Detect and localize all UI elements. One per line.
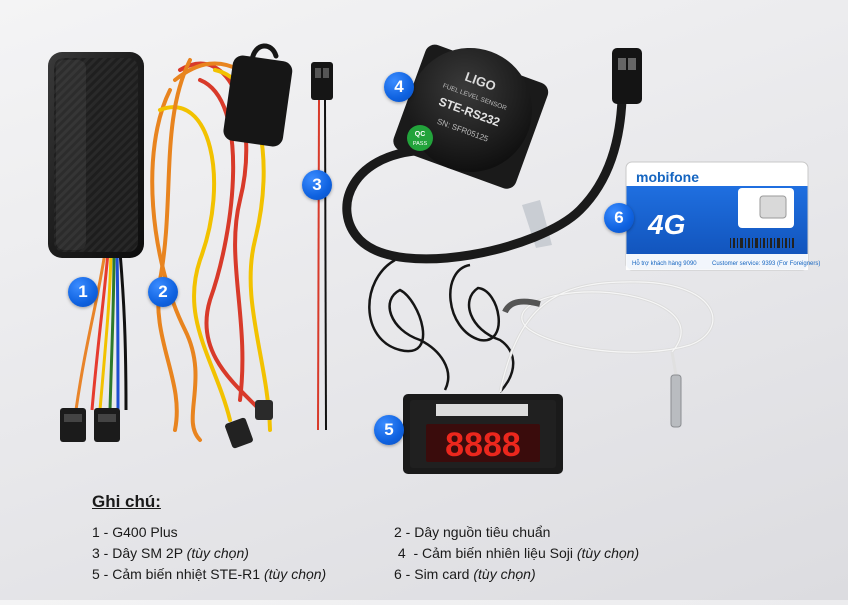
note-item-1: 1 - G400 Plus: [92, 522, 394, 543]
note-item-1-text: 1 - G400 Plus: [92, 524, 178, 540]
pass-label: PASS: [413, 141, 428, 147]
sim-brand: mobifone: [636, 169, 699, 185]
note-item-5-text: 5 - Cảm biến nhiệt STE-R1: [92, 566, 264, 582]
note-item-3-optional: (tùy chọn): [186, 545, 249, 561]
sim-hotline-en: Customer service: 9393 (For Foreigners): [712, 261, 820, 267]
item-badge-4: 4: [384, 72, 414, 102]
item-badge-1: 1: [68, 277, 98, 307]
note-item-5-optional: (tùy chọn): [263, 566, 327, 582]
sm-2p-cable: [311, 62, 333, 431]
note-item-5: 5 - Cảm biến nhiệt STE-R1 (tùy chọn): [92, 564, 394, 585]
notes-legend: Ghi chú: 1 - G400 Plus 2 - Dây nguồn tiê…: [92, 492, 812, 585]
qc-pass-sticker: [407, 125, 433, 151]
fuel-level-sensor: LIGO FUEL LEVEL SENSOR STE-RS232 SN: SFR…: [342, 44, 642, 264]
note-item-2-text: 2 - Dây nguồn tiêu chuẩn: [394, 524, 551, 540]
item-badge-6: 6: [604, 203, 634, 233]
note-item-4: 4 - Cảm biến nhiên liệu Soji (tùy chọn): [394, 543, 794, 564]
note-item-4-optional: (tùy chọn): [576, 545, 640, 561]
note-item-2: 2 - Dây nguồn tiêu chuẩn: [394, 522, 794, 543]
note-item-3-text: 3 - Dây SM 2P: [92, 545, 187, 561]
note-item-3: 3 - Dây SM 2P (tùy chọn): [92, 543, 394, 564]
sim-card: mobifone 4G Hỗ trợ khách hàng 9090 Custo…: [625, 161, 820, 271]
sim-4g-label: 4G: [647, 209, 685, 240]
item-badge-2: 2: [148, 277, 178, 307]
power-harness-cable: [150, 43, 293, 449]
note-row-2: 3 - Dây SM 2P (tùy chọn) 4 - Cảm biến nh…: [92, 543, 812, 564]
display-readout: 8888: [445, 426, 521, 464]
qc-label: QC: [415, 131, 426, 138]
note-row-1: 1 - G400 Plus 2 - Dây nguồn tiêu chuẩn: [92, 522, 812, 543]
gps-tracker-device: [48, 52, 144, 442]
note-item-4-text: 4 - Cảm biến nhiên liệu Soji: [394, 545, 577, 561]
note-item-6: 6 - Sim card (tùy chọn): [394, 564, 794, 585]
sim-hotline-vn: Hỗ trợ khách hàng 9090: [632, 260, 697, 267]
note-item-6-text: 6 - Sim card: [394, 566, 474, 582]
item-badge-3: 3: [302, 170, 332, 200]
note-item-6-optional: (tùy chọn): [473, 566, 536, 582]
note-row-3: 5 - Cảm biến nhiệt STE-R1 (tùy chọn) 6 -…: [92, 564, 812, 585]
temperature-sensor-display: 8888: [368, 258, 715, 474]
item-badge-5: 5: [374, 415, 404, 445]
notes-title: Ghi chú:: [92, 492, 161, 511]
